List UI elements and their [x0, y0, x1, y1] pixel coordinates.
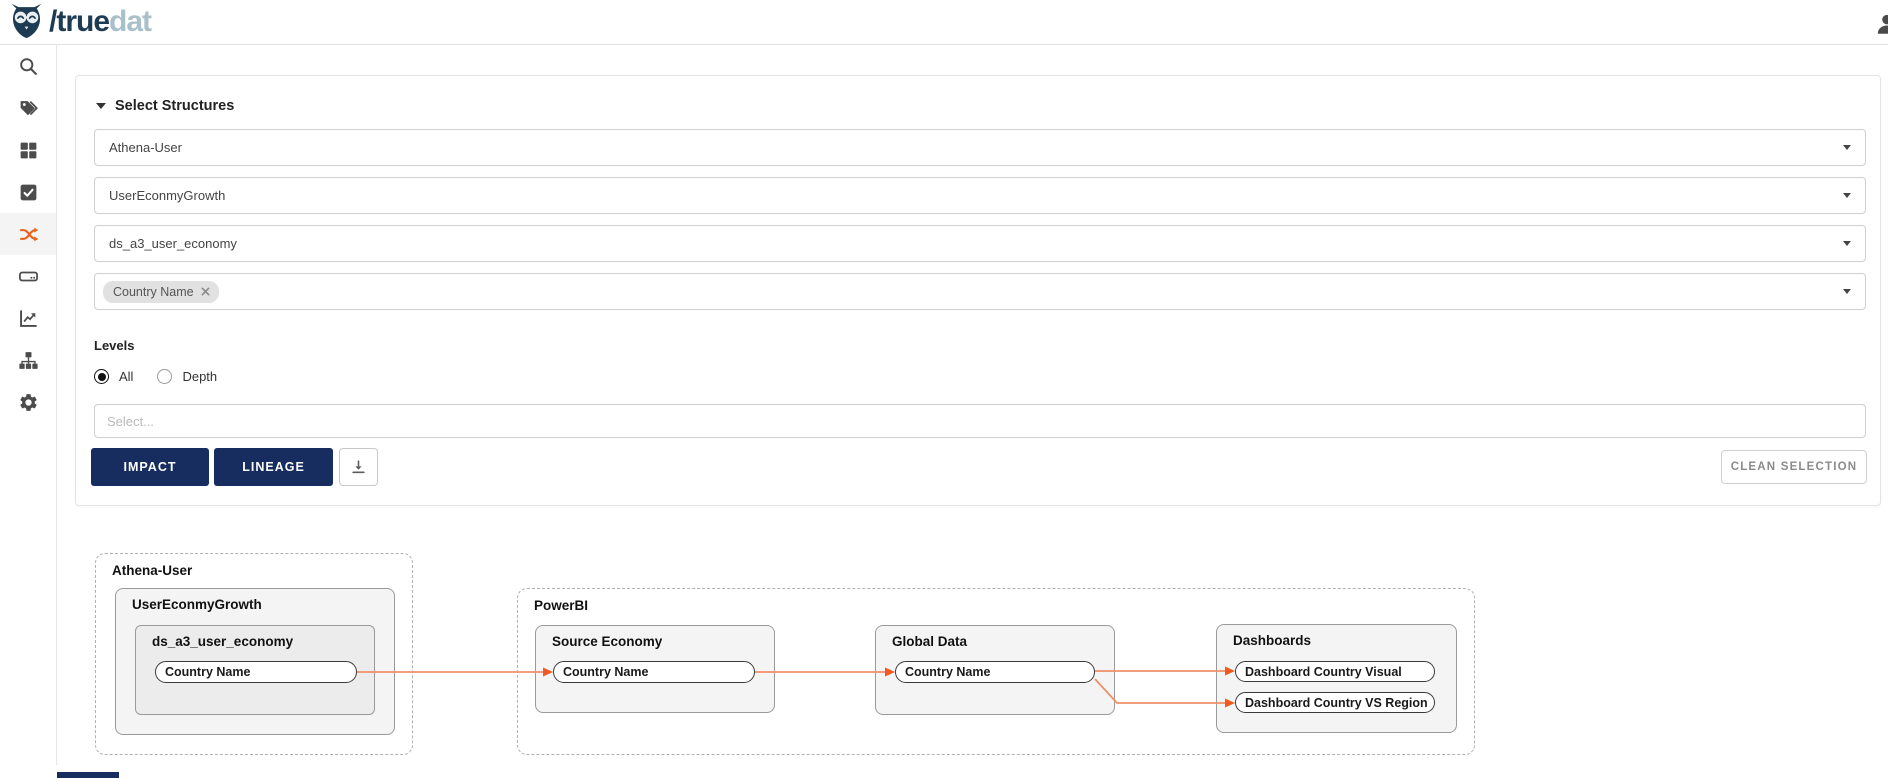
sitemap-icon	[18, 351, 38, 369]
server-icon	[18, 271, 38, 281]
chevron-down-icon	[1843, 145, 1851, 150]
top-bar: /truedat	[0, 0, 1888, 45]
tag-icon	[20, 100, 38, 115]
selected-field-tag-label: Country Name	[113, 284, 194, 299]
graph-group-label: Athena-User	[112, 563, 193, 578]
logo-wordmark: /truedat	[49, 5, 152, 38]
graph-field-dashboard-country-visual[interactable]: Dashboard Country Visual	[1235, 661, 1435, 682]
sidebar-item-lineage[interactable]	[0, 213, 56, 255]
selected-field-tag: Country Name	[103, 280, 219, 303]
shuffle-icon	[19, 227, 38, 241]
sidebar-item-structures[interactable]	[0, 129, 56, 171]
radio-all-label[interactable]: All	[119, 369, 134, 384]
user-icon[interactable]	[1874, 11, 1888, 37]
sidebar-item-concepts[interactable]	[0, 87, 56, 129]
sidebar	[0, 45, 57, 765]
levels-label: Levels	[94, 338, 135, 353]
graph-field-country-name-global-data[interactable]: Country Name	[895, 661, 1095, 683]
chart-icon	[19, 309, 37, 327]
panel-collapse-toggle[interactable]: Select Structures	[96, 98, 234, 114]
sidebar-item-quality[interactable]	[0, 297, 56, 339]
horizontal-scrollbar-thumb[interactable]	[57, 772, 119, 778]
system-dropdown[interactable]: Athena-User	[94, 129, 1866, 166]
sidebar-item-search[interactable]	[0, 45, 56, 87]
graph-group-athena-user[interactable]: Athena-User	[95, 553, 413, 755]
group-dropdown[interactable]: UserEconmyGrowth	[94, 177, 1866, 214]
graph-node-label: UserEconmyGrowth	[132, 597, 262, 612]
chevron-down-icon	[1843, 193, 1851, 198]
radio-all[interactable]	[94, 369, 109, 384]
grid-icon	[20, 142, 36, 158]
impact-button[interactable]: IMPACT	[91, 448, 209, 486]
structure-select-input[interactable]	[94, 404, 1866, 438]
sidebar-item-settings[interactable]	[0, 381, 56, 423]
structure-dropdown[interactable]: ds_a3_user_economy	[94, 225, 1866, 262]
graph-node-label: Source Economy	[552, 634, 663, 649]
owl-logo-icon	[11, 3, 42, 39]
field-dropdown[interactable]: Country Name	[94, 273, 1866, 310]
truedat-logo[interactable]: /truedat	[8, 3, 152, 40]
select-structures-panel: Select Structures Athena-User UserEconmy…	[75, 75, 1881, 506]
check-square-icon	[20, 184, 36, 200]
graph-node-label: ds_a3_user_economy	[152, 634, 294, 649]
search-icon	[19, 57, 37, 75]
sidebar-item-taxonomy[interactable]	[0, 339, 56, 381]
levels-radio-group: All Depth	[94, 369, 231, 384]
graph-field-dashboard-country-vs-region[interactable]: Dashboard Country VS Region	[1235, 692, 1435, 713]
radio-depth[interactable]	[157, 369, 173, 384]
structure-dropdown-value: ds_a3_user_economy	[109, 236, 237, 251]
remove-tag-icon[interactable]	[201, 287, 210, 296]
chevron-down-icon	[1843, 241, 1851, 246]
clean-selection-button[interactable]: CLEAN SELECTION	[1721, 450, 1867, 484]
group-dropdown-value: UserEconmyGrowth	[109, 188, 226, 203]
radio-depth-label[interactable]: Depth	[182, 369, 218, 384]
graph-field-country-name-source[interactable]: Country Name	[155, 661, 357, 683]
graph-field-country-name-source-economy[interactable]: Country Name	[553, 661, 755, 683]
sidebar-item-systems[interactable]	[0, 255, 56, 297]
sidebar-item-rules[interactable]	[0, 171, 56, 213]
graph-node-label: Global Data	[892, 634, 968, 649]
download-icon	[352, 459, 365, 473]
system-dropdown-value: Athena-User	[109, 140, 182, 155]
gear-icon	[19, 393, 37, 411]
panel-title: Select Structures	[115, 98, 235, 114]
chevron-down-icon	[1843, 289, 1851, 294]
download-button[interactable]	[339, 448, 378, 486]
caret-down-icon	[96, 103, 106, 109]
graph-node-label: Dashboards	[1233, 633, 1312, 648]
graph-group-label: PowerBI	[534, 598, 589, 613]
lineage-button[interactable]: LINEAGE	[214, 448, 333, 486]
